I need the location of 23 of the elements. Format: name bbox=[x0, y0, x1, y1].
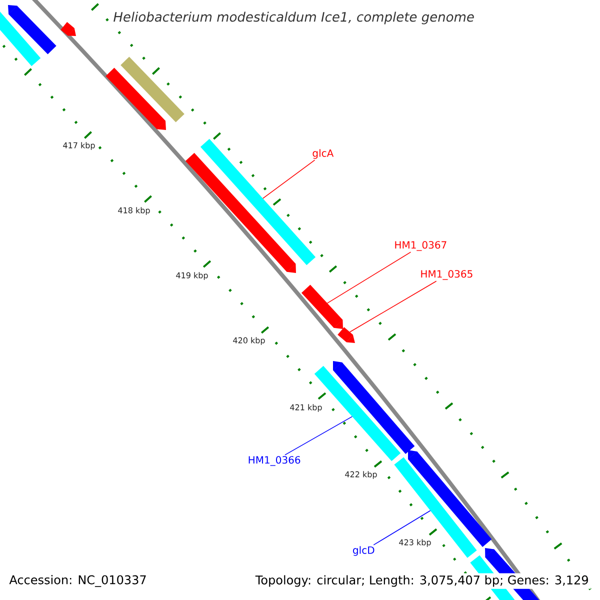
gene-feature bbox=[394, 457, 477, 558]
gene-label: HM1_0367 bbox=[395, 241, 446, 251]
leader-line bbox=[284, 416, 353, 456]
tick-label: 422 kbp bbox=[345, 471, 377, 479]
gene-label: glcA bbox=[312, 149, 334, 159]
gene-feature bbox=[338, 327, 355, 343]
gene-label: glcD bbox=[353, 546, 374, 556]
leader-line bbox=[349, 280, 437, 332]
tick-label: 419 kbp bbox=[176, 272, 208, 280]
tick-label: 417 kbp bbox=[63, 142, 95, 150]
genome-info-text: Topology: circular; Length: 3,075,407 bp; Genes: 3,129 bbox=[253, 573, 591, 589]
leader-line bbox=[373, 510, 431, 546]
tick-label: 418 kbp bbox=[118, 207, 150, 215]
tick-label: 423 kbp bbox=[399, 539, 431, 547]
gene-label: HM1_0365 bbox=[421, 270, 472, 280]
gene-feature bbox=[301, 284, 343, 329]
title: Heliobacterium modesticaldum Ice1, complete genome bbox=[114, 12, 474, 24]
accession-text: Accession: NC_010337 bbox=[8, 574, 148, 588]
tick-label: 420 kbp bbox=[233, 337, 265, 345]
gene-label: HM1_0366 bbox=[248, 456, 300, 466]
leader-line bbox=[326, 252, 412, 304]
leader-line bbox=[262, 160, 316, 199]
tick-label: 421 kbp bbox=[290, 404, 322, 412]
